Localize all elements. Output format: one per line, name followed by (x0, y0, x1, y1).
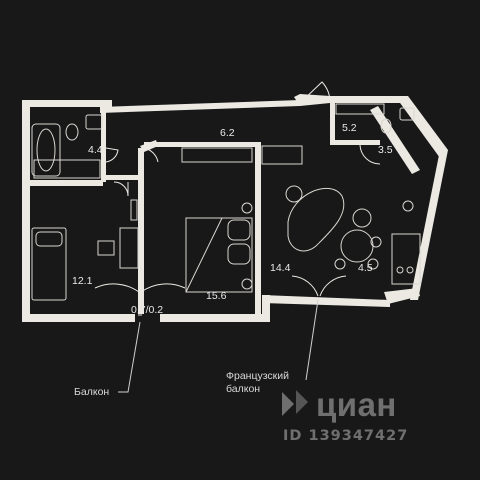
wall-right-diagonal (395, 96, 448, 158)
door-swings (94, 81, 381, 316)
door-bedroom2 (143, 147, 159, 163)
wc-cabinet (335, 103, 385, 115)
wardrobe-bath (33, 159, 101, 179)
wall-right-bottom (384, 288, 420, 304)
wall-top-right (326, 96, 400, 103)
wall-left (22, 100, 30, 318)
door-french-right (319, 275, 347, 297)
shoe-rack (261, 145, 303, 165)
bathtub-basin (36, 128, 56, 172)
nightstand-a (241, 202, 253, 214)
area-bath: 4.4 (88, 144, 103, 156)
pillow-b (227, 243, 251, 265)
sink-kitchen (402, 200, 414, 212)
wall-bedroom2-right (255, 142, 261, 314)
stove-a (396, 266, 404, 274)
wall-top-diagonal (294, 94, 330, 106)
wall-top-middle (100, 100, 300, 113)
door-balcony-right (140, 283, 186, 316)
sink-wc (399, 107, 415, 121)
area-bath2: 3.5 (378, 144, 393, 156)
dining-table (340, 229, 374, 263)
cian-brand-text: циан (316, 386, 397, 423)
bed-double (185, 217, 253, 293)
balcony-leader (118, 321, 141, 393)
wall-wc-bottom (330, 140, 380, 145)
wall-top-left (22, 100, 112, 107)
stove-b (406, 266, 414, 274)
bed-diag (185, 217, 223, 293)
listing-id: ID 139347427 (283, 428, 409, 444)
callout-lines (118, 299, 319, 393)
bathtub (31, 123, 61, 177)
door-hall-entry (299, 81, 331, 104)
balcony-callout: Балкон (74, 386, 110, 398)
desk (119, 227, 139, 269)
shelf (130, 199, 138, 221)
area-living: 14.4 (270, 262, 291, 274)
bed-small (31, 227, 67, 301)
door-balcony-left (94, 283, 140, 316)
interior-walls (28, 103, 420, 314)
area-kitchen: 4.5 (358, 262, 373, 274)
french-balcony-leader (305, 299, 319, 381)
toilet-bath (65, 123, 79, 141)
wall-right (410, 150, 448, 300)
wall-bath2-diag (370, 106, 420, 174)
door-wc (359, 144, 381, 165)
nightstand-b (241, 278, 253, 290)
area-balcony: 0.7/0.2 (131, 304, 164, 316)
area-bedroom: 12.1 (72, 275, 93, 287)
wall-bottom-right (262, 295, 390, 307)
cian-logo-mark (282, 390, 308, 416)
area-hall: 6.2 (220, 127, 235, 139)
sofa (287, 187, 345, 252)
wall-wc-left (330, 103, 335, 145)
wall-bottom-step (262, 295, 270, 322)
exterior-walls (22, 94, 448, 322)
chair-a (370, 236, 382, 248)
door-bedroom (113, 181, 129, 197)
pillow-small (35, 231, 63, 247)
pillow-a (227, 219, 251, 241)
area-bedroom2: 15.6 (206, 290, 227, 302)
wardrobe-hall (181, 147, 253, 163)
wall-hall-bottom (144, 142, 256, 147)
area-wc: 5.2 (342, 122, 357, 134)
wall-bottom-middle (160, 314, 268, 322)
sink-bath (85, 114, 103, 130)
wall-bath-right (101, 112, 106, 182)
chair-b (334, 258, 346, 270)
french-balcony-callout-1: Французский (226, 370, 289, 382)
wall-bedroom-divider (138, 148, 144, 314)
cian-watermark: циан (276, 386, 397, 424)
toilet-wc (380, 118, 392, 134)
kitchen-counter (391, 233, 421, 285)
wall-bath-bottom (28, 180, 103, 186)
chair (97, 240, 115, 256)
armchair (352, 208, 372, 228)
door-bath (105, 147, 119, 163)
furniture (31, 103, 421, 301)
wall-bottom-left (22, 314, 135, 322)
door-french-left (291, 275, 319, 297)
chair-c (367, 258, 379, 270)
french-balcony-callout-2: балкон (226, 383, 261, 395)
lamp (285, 185, 303, 203)
wall-corridor (106, 175, 138, 180)
